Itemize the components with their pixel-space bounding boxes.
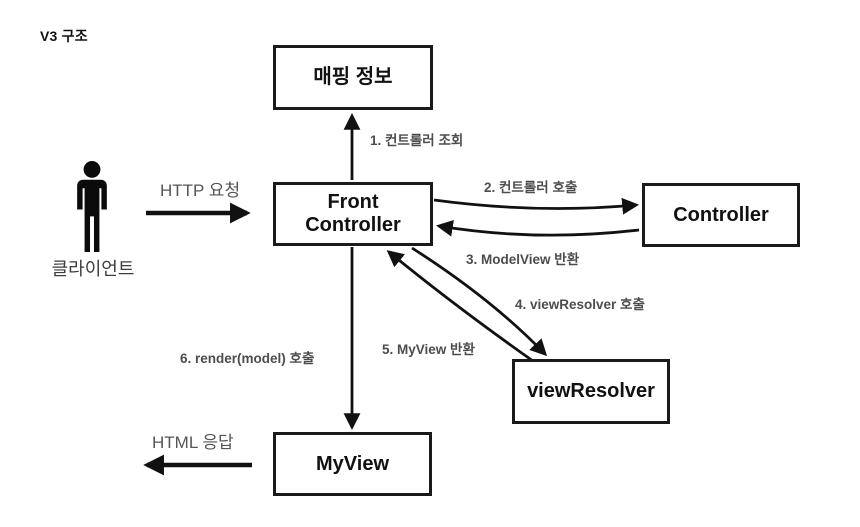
person-icon: [77, 161, 107, 253]
edge-label-step6: 6. render(model) 호출: [180, 351, 315, 366]
node-controller[interactable]: Controller: [642, 183, 800, 247]
edge-label-http-request: HTTP 요청: [160, 181, 241, 200]
node-front-controller-label: Front Controller: [305, 191, 401, 236]
node-controller-label: Controller: [673, 203, 769, 226]
edge-label-step5: 5. MyView 반환: [382, 342, 475, 357]
edge-label-html-response: HTML 응답: [152, 433, 234, 452]
node-mapping-info[interactable]: 매핑 정보: [273, 45, 433, 110]
edge-label-step3: 3. ModelView 반환: [466, 252, 580, 267]
node-view-resolver-label: viewResolver: [527, 380, 655, 402]
node-my-view-label: MyView: [316, 452, 389, 475]
client-label: 클라이언트: [51, 259, 135, 279]
edge-label-step2: 2. 컨트롤러 호출: [484, 180, 578, 195]
arrow-step2: [433, 197, 640, 215]
edge-label-step4: 4. viewResolver 호출: [515, 297, 645, 312]
node-view-resolver[interactable]: viewResolver: [512, 359, 670, 424]
diagram-title: V3 구조: [40, 28, 88, 44]
node-front-controller[interactable]: Front Controller: [273, 182, 433, 246]
edge-label-step1: 1. 컨트롤러 조회: [370, 133, 464, 148]
arrow-step3: [436, 219, 640, 237]
node-my-view[interactable]: MyView: [273, 432, 432, 496]
node-mapping-info-label: 매핑 정보: [313, 66, 393, 88]
